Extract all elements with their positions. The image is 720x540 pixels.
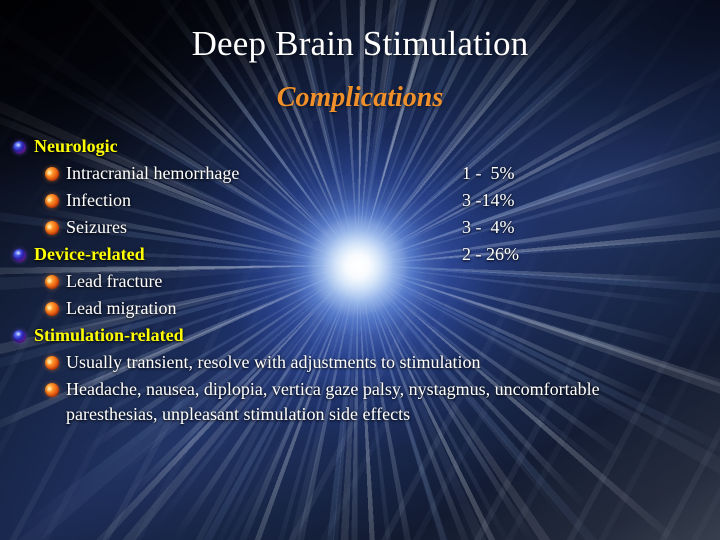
outline-sub-row: Intracranial hemorrhage 1 - 5%	[0, 161, 720, 187]
outline-sub-label: Seizures	[66, 217, 127, 237]
outline-sub-row: Lead migration	[0, 296, 720, 322]
orange-sphere-bullet-icon	[45, 167, 59, 181]
outline-sub-label: Usually transient, resolve with adjustme…	[66, 352, 481, 372]
orange-sphere-bullet-icon	[45, 221, 59, 235]
outline-heading-label: Stimulation-related	[34, 325, 184, 345]
purple-sphere-bullet-icon	[13, 330, 26, 343]
outline-sub-row: Usually transient, resolve with adjustme…	[0, 350, 720, 376]
outline-sub-label: Headache, nausea, diplopia, vertica gaze…	[66, 379, 600, 424]
complication-rate-value: 2 - 26%	[462, 244, 519, 264]
orange-sphere-bullet-icon	[45, 383, 59, 397]
outline-sub-label: Lead migration	[66, 298, 177, 318]
outline-sub-label: Intracranial hemorrhage	[66, 163, 240, 183]
purple-sphere-bullet-icon	[13, 141, 26, 154]
complication-rate-value: 1 - 5%	[462, 163, 515, 183]
outline-heading-label: Device-related	[34, 244, 145, 264]
outline-sub-label: Lead fracture	[66, 271, 163, 291]
outline-heading-row: Neurologic	[0, 134, 720, 160]
slide-subtitle: Complications	[276, 82, 444, 113]
slide-title: Deep Brain Stimulation	[191, 24, 529, 63]
outline-sub-row: Lead fracture	[0, 269, 720, 295]
orange-sphere-bullet-icon	[45, 194, 59, 208]
outline-heading-row: Device-related 2 - 26%	[0, 242, 720, 268]
orange-sphere-bullet-icon	[45, 275, 59, 289]
outline-heading-label: Neurologic	[34, 136, 118, 156]
purple-sphere-bullet-icon	[13, 249, 26, 262]
complication-rate-value: 3 - 4%	[462, 217, 515, 237]
orange-sphere-bullet-icon	[45, 356, 59, 370]
outline-heading-row: Stimulation-related	[0, 323, 720, 349]
outline-sub-row: Headache, nausea, diplopia, vertica gaze…	[0, 377, 720, 427]
outline-sub-label: Infection	[66, 190, 131, 210]
outline-sub-row: Seizures 3 - 4%	[0, 215, 720, 241]
orange-sphere-bullet-icon	[45, 302, 59, 316]
complication-rate-value: 3 -14%	[462, 190, 515, 210]
outline-sub-row: Infection 3 -14%	[0, 188, 720, 214]
